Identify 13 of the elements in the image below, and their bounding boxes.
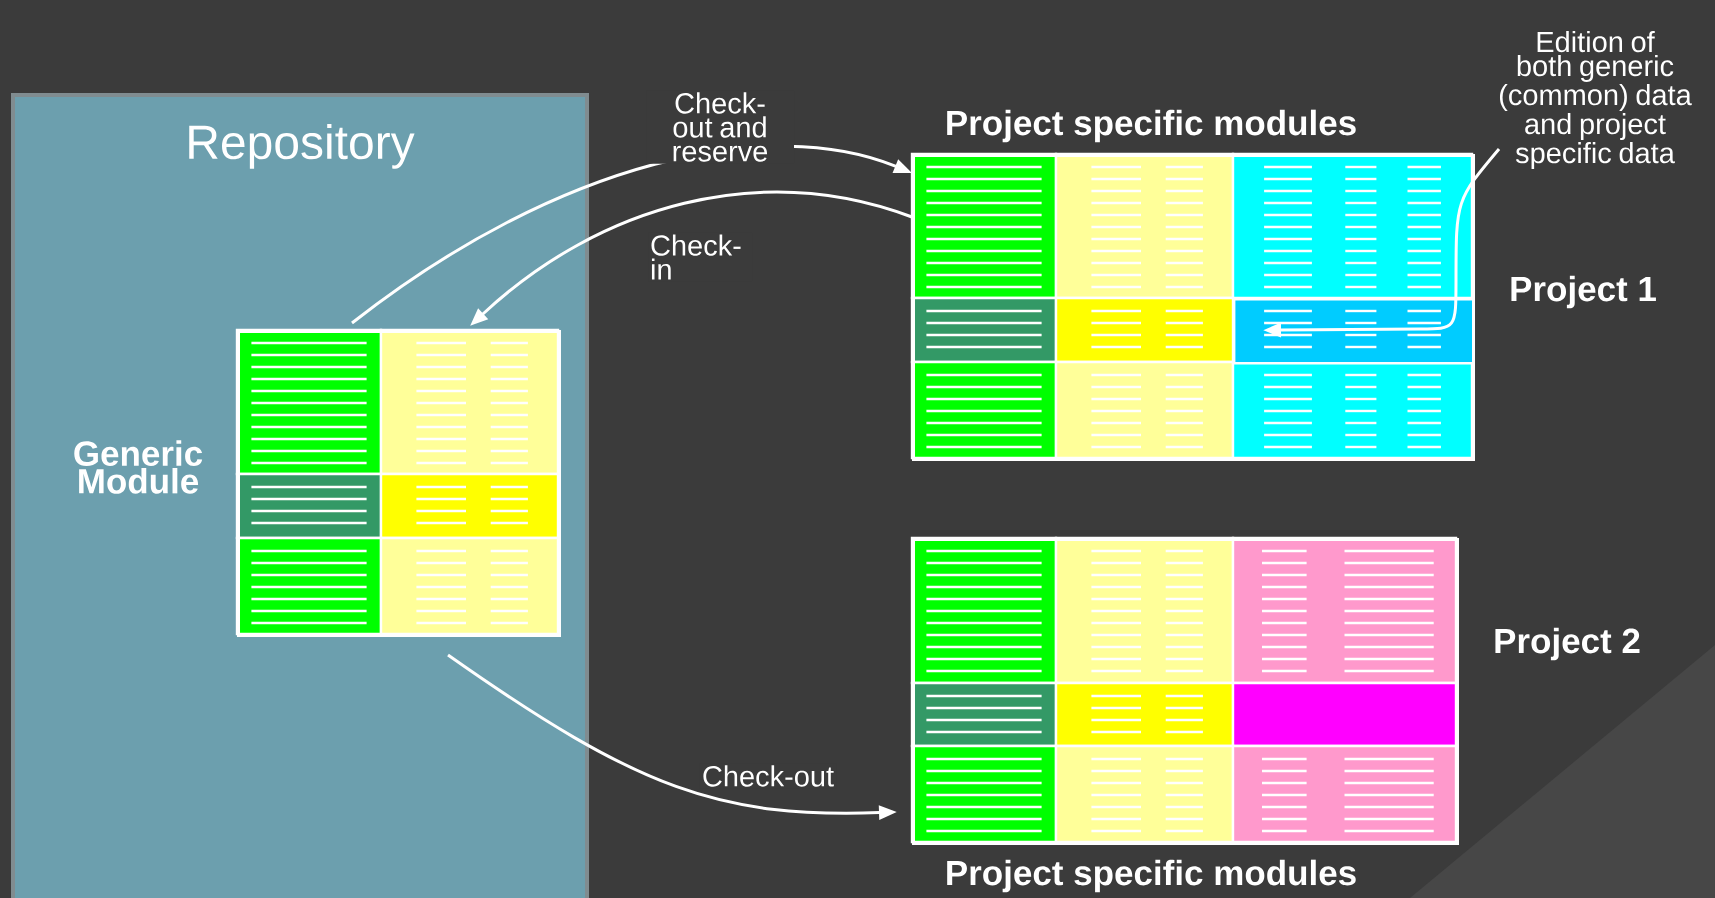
module-label: Generic Module: [74, 440, 203, 494]
table-cell: [1233, 298, 1475, 365]
module-label: Project 2: [1495, 627, 1640, 661]
module-grid: [235, 328, 561, 637]
note-text: Edition of both generic (common) data and project specific data: [1500, 30, 1692, 170]
module-label: Project specific modules: [947, 109, 1356, 143]
edge-label: Check-out: [699, 763, 837, 789]
edge-label: Check-in: [648, 232, 752, 282]
module-grid: [910, 536, 1459, 845]
module-label: Project specific modules: [947, 859, 1356, 893]
module-label: Project 1: [1511, 275, 1656, 309]
module-grid: [910, 152, 1475, 461]
edge-label: Check-out and reserve: [646, 90, 794, 164]
